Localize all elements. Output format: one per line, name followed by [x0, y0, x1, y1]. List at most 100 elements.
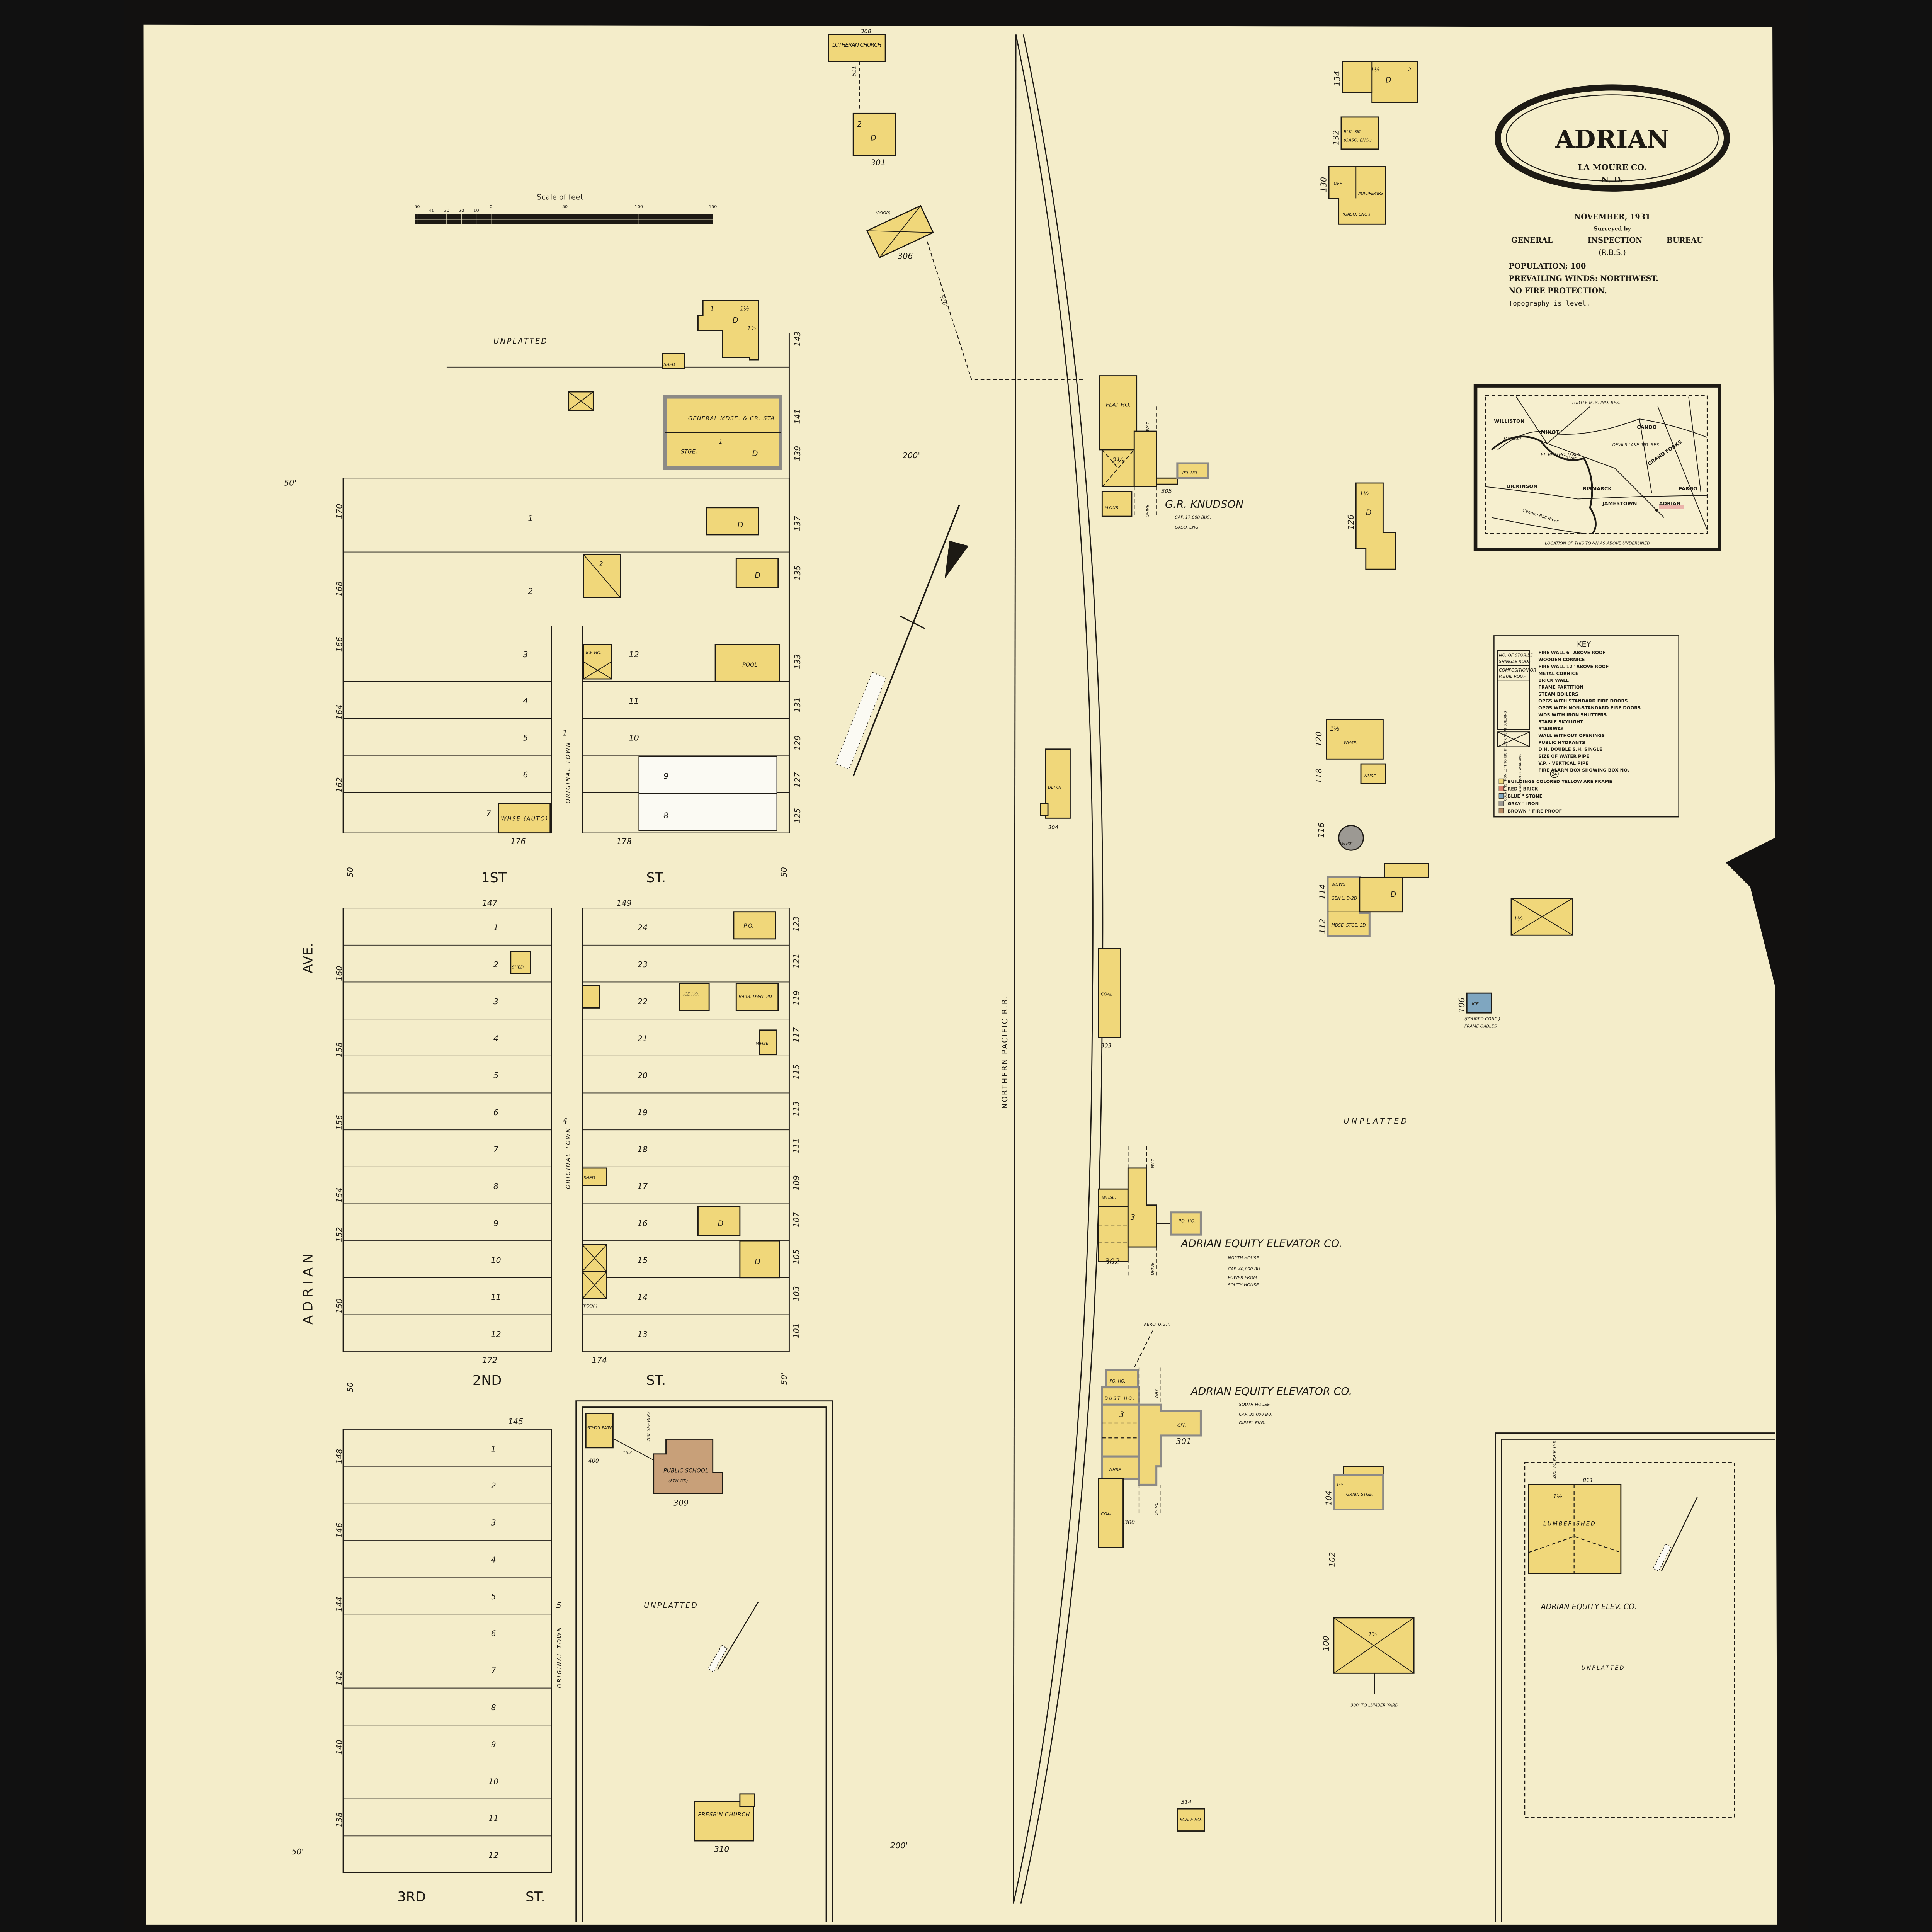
- building-ice-house[interactable]: ICE HO.: [583, 644, 612, 680]
- building-small[interactable]: [582, 985, 600, 1009]
- building-ice-house[interactable]: ICE HO.: [679, 983, 710, 1011]
- building-general-store-114[interactable]: 114 112 WDWS GEN'L. D-2D MDSE. STGE. 2D …: [1318, 863, 1429, 938]
- building-warehouse[interactable]: WHSE.: [756, 1029, 777, 1056]
- building-grain-storage[interactable]: 104 1½ GRAIN STGE.: [1324, 1466, 1384, 1510]
- address-number: 164: [335, 704, 344, 720]
- building-coal-303[interactable]: COAL 303: [1098, 948, 1121, 1049]
- building-306[interactable]: (POOR) 306: [866, 205, 934, 261]
- lot-number: 10: [491, 1255, 501, 1265]
- driveway-label: DRIVE: [1145, 505, 1150, 517]
- street-width-label: 50': [346, 1380, 355, 1392]
- building-name: OFF.: [1334, 181, 1343, 186]
- key-title: KEY: [1577, 640, 1591, 649]
- lot-number: 20: [638, 1071, 648, 1080]
- stories: 1½: [1330, 726, 1339, 732]
- address-number: 178: [616, 837, 632, 846]
- building-dwelling[interactable]: D: [739, 1240, 780, 1279]
- lot-number: 19: [638, 1108, 648, 1117]
- distance-label: 200' SEE BLKS: [646, 1411, 651, 1442]
- lumber-yard[interactable]: LUMBER SHED 811 1½ 200' TO MAIN TRK. ADR…: [1495, 1432, 1775, 1922]
- elevator-capacity: CAP. 40,000 BU.: [1228, 1267, 1262, 1272]
- elevator-owner: ADRIAN EQUITY ELEVATOR CO.: [1190, 1386, 1352, 1398]
- street-adrian-ave: ADRIAN: [300, 1250, 316, 1325]
- building-ice-house-106[interactable]: 106 ICE (POURED CONC.) FRAME GABLES: [1457, 992, 1500, 1029]
- distance-label: 200' TO MAIN TRK.: [1552, 1439, 1557, 1479]
- scale-tick-label: 150: [709, 204, 717, 209]
- building-auto-repairs[interactable]: 130 OFF. AUTO REPAIRS (GASO. ENG.): [1319, 166, 1386, 225]
- building-scale-house[interactable]: SCALE HO. 314: [1177, 1799, 1205, 1832]
- building-presbyterian-church[interactable]: PRESB'N CHURCH 310: [694, 1793, 755, 1854]
- building-number: 306: [898, 252, 913, 261]
- address-number: 118: [1314, 769, 1323, 784]
- building-warehouse-118[interactable]: 118 WHSE.: [1314, 763, 1386, 784]
- building-2-story[interactable]: 2: [583, 554, 621, 598]
- building-dwelling-143[interactable]: 1 1½ 1½ D: [697, 300, 759, 361]
- building-dwelling-137[interactable]: D: [706, 507, 759, 536]
- building-whse-auto[interactable]: WHSE (AUTO): [498, 803, 551, 834]
- building-lutheran-church[interactable]: LUTHERAN CHURCH 308: [828, 29, 886, 62]
- address-number: 120: [1314, 731, 1323, 747]
- building-depot[interactable]: DEPOT 304: [1040, 748, 1071, 831]
- street-width-label: 50': [284, 478, 296, 487]
- building-pool[interactable]: POOL: [714, 644, 780, 682]
- unplatted-boundary: [575, 1400, 833, 1922]
- street-labels: ADRIAN AVE. 1ST ST. 2ND ST. 3RD ST. 50' …: [284, 64, 1624, 1905]
- key-left-label-1: NO. OF STORIES: [1499, 653, 1533, 658]
- knudson-elevator-305[interactable]: FLAT HO. 2½ WAY DRIVE PO. HO. FLOUR 305 …: [1099, 375, 1243, 530]
- stories: 2: [857, 120, 862, 129]
- unplatted-label: UNPLATTED: [1344, 1117, 1409, 1126]
- key-item: OPGS WITH STANDARD FIRE DOORS: [1538, 698, 1628, 704]
- stories: 2: [599, 561, 603, 567]
- address-number: 168: [335, 581, 344, 597]
- building-warehouse-120[interactable]: 120 1½ WHSE.: [1314, 719, 1384, 760]
- building-dwelling-135[interactable]: D: [735, 558, 779, 588]
- building-name: WHSE (AUTO): [501, 816, 548, 822]
- elevator-south-house-301[interactable]: KERO. U.G.T. PO. HO. DUST HO. 3 WHSE. OF…: [1101, 1322, 1352, 1516]
- building-dwelling[interactable]: D: [697, 1206, 741, 1236]
- building-dwelling-126[interactable]: 126 1½ D: [1346, 482, 1396, 570]
- building-shed[interactable]: SHED: [582, 1167, 607, 1186]
- address-number: 148: [335, 1449, 344, 1464]
- block-number: 5: [556, 1600, 561, 1610]
- lot-number: 23: [638, 960, 648, 969]
- key-left-label-4: METAL ROOF: [1499, 674, 1526, 679]
- building-name: OFF.: [1177, 1423, 1186, 1428]
- lot-number: 17: [638, 1182, 648, 1191]
- address-number: 170: [335, 504, 344, 519]
- address-number: 138: [335, 1812, 344, 1828]
- building-100[interactable]: 100 1½ 300' TO LUMBER YARD: [1321, 1617, 1415, 1708]
- building-x-1half[interactable]: 1½: [1510, 898, 1573, 936]
- building-general-mdse[interactable]: GENERAL MDSE. & CR. STA. STGE. D 1: [663, 395, 782, 470]
- building-barber-dwelling[interactable]: BARB. DWG. 2D: [735, 983, 779, 1011]
- building-dwelling-301[interactable]: 2 D 301: [852, 112, 896, 167]
- building-shed[interactable]: SHED: [662, 353, 685, 369]
- building-dwelling-134[interactable]: 134 1½ 2 D: [1333, 61, 1418, 103]
- building-name: MDSE. STGE. 2D: [1331, 923, 1366, 928]
- building-warehouse-116-round[interactable]: 116 WHSE.: [1316, 823, 1364, 851]
- building-poor-stables[interactable]: (POOR): [582, 1244, 607, 1309]
- lot-number: 18: [638, 1145, 648, 1154]
- stories: 1½: [1368, 1632, 1377, 1638]
- title-cartouche-inner: [1506, 94, 1719, 182]
- building-shed[interactable]: SHED: [510, 951, 531, 974]
- key-color-label: GRAY " IRON: [1507, 801, 1539, 806]
- building-blacksmith[interactable]: 132 BLK. SM. (GASO. ENG.): [1332, 116, 1379, 150]
- north-arrow-small: [1653, 1497, 1698, 1572]
- building-school-barn[interactable]: SCHOOL BARN 400 185': [585, 1413, 632, 1464]
- windows-label: WDWS: [1331, 882, 1345, 887]
- building-number: 304: [1048, 825, 1058, 831]
- address-number: 121: [792, 953, 801, 969]
- inset-feature-turtle-mts: TURTLE MTS. IND. RES.: [1571, 400, 1620, 405]
- scale-title: Scale of feet: [537, 193, 583, 202]
- elevator-north-house-302[interactable]: WHSE. 3 WAY DRIVE PO. HO. 302 ADRIAN EQU…: [1098, 1146, 1342, 1288]
- building-public-school[interactable]: PUBLIC SCHOOL (8TH GT.) 309 200' SEE BLK…: [646, 1411, 723, 1508]
- building-small-stable[interactable]: [568, 391, 594, 411]
- elevator-engine: GASO. ENG.: [1175, 525, 1199, 530]
- street-2nd: 2ND: [473, 1372, 502, 1388]
- adrian-underline: [1659, 505, 1684, 509]
- key-color-swatch: [1498, 786, 1504, 791]
- building-coal-300[interactable]: COAL 300: [1098, 1478, 1135, 1548]
- building-post-office[interactable]: P.O.: [733, 911, 776, 940]
